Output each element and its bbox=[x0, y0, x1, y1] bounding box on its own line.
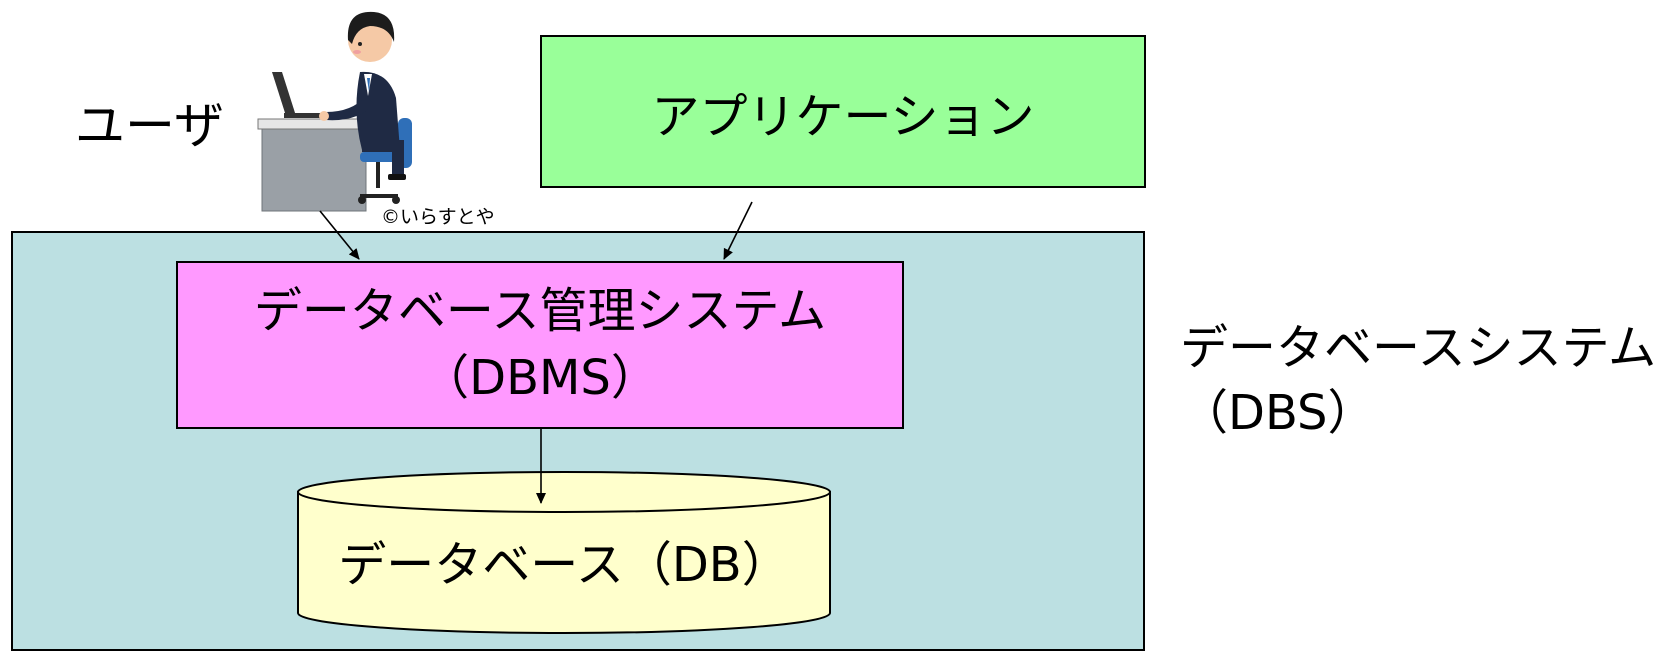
dbs-label-line2: （DBS） bbox=[1180, 384, 1376, 441]
dbs-label-line1: データベースシステム bbox=[1180, 320, 1657, 376]
dbms-label-line2: （DBMS） bbox=[421, 350, 659, 406]
person-at-computer-icon bbox=[257, 11, 412, 212]
application-label: アプリケーション bbox=[651, 88, 1035, 145]
database-label: データベース（DB） bbox=[338, 537, 790, 593]
database-cylinder bbox=[297, 471, 831, 634]
diagram-shapes bbox=[257, 11, 831, 634]
user-label: ユーザ bbox=[75, 97, 224, 155]
user-to-dbms-arrow bbox=[319, 210, 360, 260]
dbs-label: データベースシステム （DBS） bbox=[1180, 316, 1656, 446]
database-label-wrapper: データベース（DB） bbox=[298, 520, 830, 600]
dbms-box: データベース管理システム （DBMS） bbox=[176, 261, 904, 429]
illustration-credit: ©いらすとや bbox=[381, 206, 495, 228]
dbms-label-line1: データベース管理システム bbox=[253, 282, 827, 339]
application-box: アプリケーション bbox=[540, 35, 1146, 188]
application-to-dbms-arrow bbox=[723, 201, 753, 260]
